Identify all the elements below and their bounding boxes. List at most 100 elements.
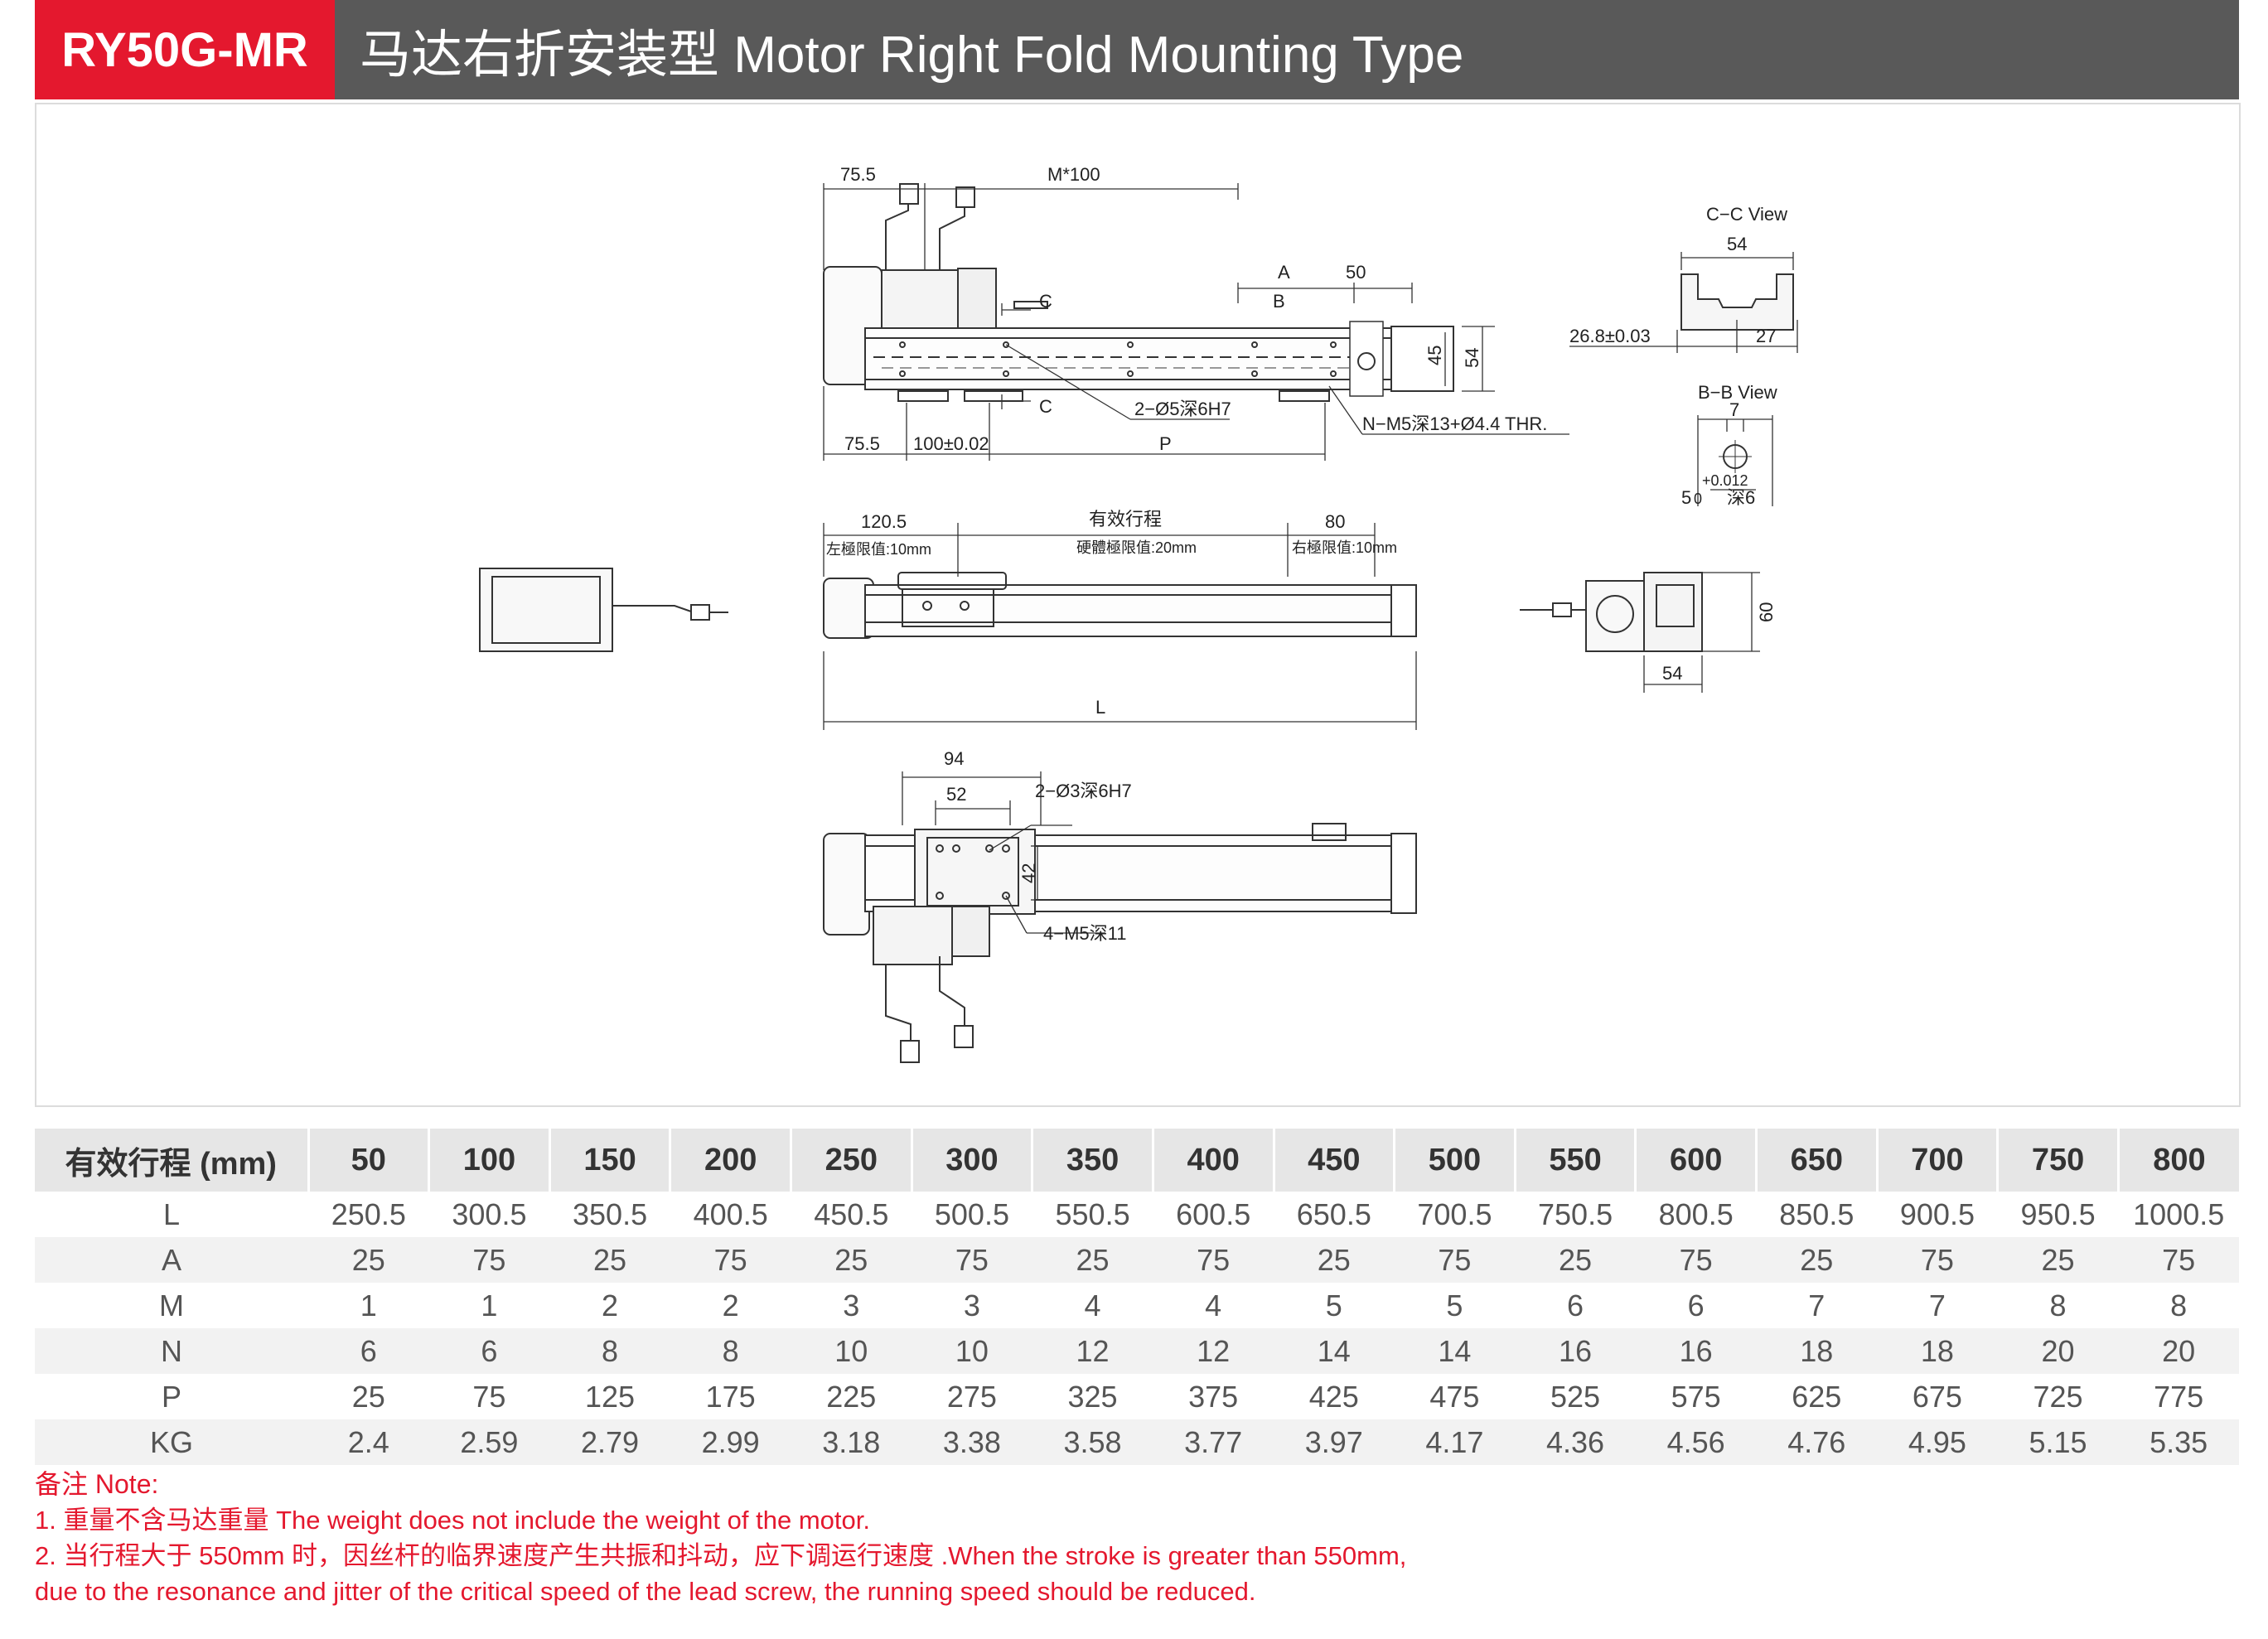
table-cell: 3.38	[912, 1419, 1032, 1465]
table-cell: 75	[428, 1237, 550, 1283]
side-dim-l: L	[1095, 697, 1105, 718]
bb-dim-5: 5	[1681, 487, 1691, 508]
row-label: M	[159, 1288, 184, 1322]
notes-title: 备注 Note:	[35, 1469, 159, 1499]
table-cell: 775	[2154, 1379, 2204, 1414]
side-dim-120-5: 120.5	[861, 511, 907, 532]
table-cell: 725	[2033, 1379, 2083, 1414]
drawing-canvas: 75.5 M*100 A 50 B C C 45 54 2−Ø5深6H7 N−M…	[479, 164, 1798, 1063]
column-header: 650	[1755, 1129, 1878, 1192]
table-cell: 75	[1394, 1237, 1516, 1283]
motor-end-view	[479, 568, 728, 652]
table-cell: 20	[1997, 1328, 2119, 1374]
table-cell: 325	[1067, 1379, 1118, 1414]
table-cell: 4.17	[1394, 1419, 1516, 1465]
dim-45: 45	[1424, 346, 1445, 365]
table-cell: 12	[1153, 1328, 1274, 1374]
column-header: 600	[1634, 1129, 1757, 1192]
cc-dim-54: 54	[1727, 234, 1747, 254]
bb-dim-depth: 深6	[1727, 487, 1755, 508]
bottom-dim-94: 94	[944, 748, 964, 769]
table-cell: 575	[1671, 1379, 1721, 1414]
model-badge: RY50G-MR	[35, 0, 335, 99]
end-dim-60: 60	[1756, 602, 1777, 622]
table-cell: 1	[360, 1288, 377, 1322]
table-cell: 175	[705, 1379, 756, 1414]
table-cell: 8	[549, 1328, 670, 1374]
table-cell: 2.99	[670, 1419, 791, 1465]
side-right-limit: 右極限值:10mm	[1292, 539, 1397, 556]
spec-table-header: 有效行程 (mm) 50 100 150 200 250 300 350 400…	[35, 1129, 2239, 1192]
row-label: L	[162, 1197, 181, 1231]
column-header: 500	[1393, 1129, 1516, 1192]
table-cell: 525	[1550, 1379, 1601, 1414]
column-header: 450	[1272, 1129, 1395, 1192]
table-cell: 18	[1756, 1328, 1878, 1374]
table-cell: 4	[1205, 1288, 1222, 1322]
side-hard-limit: 硬體極限值:20mm	[1076, 539, 1197, 556]
table-cell: 25	[1997, 1237, 2119, 1283]
row-label: A	[35, 1237, 308, 1283]
table-cell: 425	[1308, 1379, 1359, 1414]
rail-end-view	[1520, 572, 1760, 693]
dim-n-m5: N−M5深13+Ø4.4 THR.	[1362, 413, 1547, 434]
cc-view	[1569, 252, 1798, 353]
table-cell: 1	[481, 1288, 498, 1322]
end-dim-54: 54	[1662, 663, 1682, 684]
column-header: 150	[548, 1129, 670, 1192]
cc-dim-27: 27	[1756, 326, 1776, 346]
table-cell: 125	[585, 1379, 636, 1414]
header-label: 有效行程 (mm)	[35, 1129, 308, 1192]
table-cell: 14	[1274, 1328, 1395, 1374]
side-dim-80: 80	[1325, 511, 1345, 532]
bottom-view	[823, 823, 1417, 1063]
table-cell: 625	[1792, 1379, 1842, 1414]
column-header: 750	[1996, 1129, 2119, 1192]
column-header: 700	[1875, 1129, 1998, 1192]
side-view	[823, 572, 1417, 639]
table-cell: 675	[1912, 1379, 1962, 1414]
table-cell: 8	[2170, 1288, 2188, 1322]
row-label: N	[35, 1328, 308, 1374]
note-line-2: 2. 当行程大于 550mm 时，因丝杆的临界速度产生共振和抖动，应下调运行速度…	[35, 1541, 1407, 1570]
table-cell: 4.56	[1635, 1419, 1757, 1465]
side-left-limit: 左極限值:10mm	[826, 541, 931, 558]
dim-54: 54	[1462, 348, 1482, 368]
column-header: 300	[910, 1129, 1032, 1192]
bottom-dim-4-m5: 4−M5深11	[1043, 923, 1126, 944]
table-cell: 900.5	[1899, 1197, 1975, 1231]
table-cell: 75	[670, 1237, 791, 1283]
row-label: KG	[35, 1419, 308, 1465]
column-header: 50	[307, 1129, 429, 1192]
bottom-dim-42: 42	[1018, 863, 1039, 883]
table-cell: 25	[1032, 1237, 1153, 1283]
table-cell: 250.5	[331, 1197, 406, 1231]
cc-dim-26-8: 26.8±0.03	[1569, 326, 1651, 346]
column-header: 200	[669, 1129, 791, 1192]
table-cell: 25	[791, 1237, 912, 1283]
table-cell: 800.5	[1658, 1197, 1734, 1231]
table-cell: 25	[351, 1379, 385, 1414]
page-title: 马达右折安装型 Motor Right Fold Mounting Type	[360, 27, 1464, 84]
dim-m100: M*100	[1047, 164, 1100, 185]
table-cell: 75	[1877, 1237, 1998, 1283]
dim-c-top: C	[1039, 291, 1052, 312]
note-line-3: due to the resonance and jitter of the c…	[35, 1577, 1256, 1606]
dim-50: 50	[1346, 262, 1366, 283]
table-cell: 7	[1808, 1288, 1826, 1322]
table-cell: 5	[1325, 1288, 1342, 1322]
table-cell: 2.4	[308, 1419, 429, 1465]
dim-p: P	[1159, 433, 1172, 454]
table-cell: 10	[791, 1328, 912, 1374]
notes: 备注 Note: 1. 重量不含马达重量 The weight does not…	[35, 1467, 1406, 1609]
bottom-dim-2-phi3: 2−Ø3深6H7	[1035, 781, 1132, 801]
table-cell: 6	[1567, 1288, 1584, 1322]
table-cell: 4.95	[1877, 1419, 1998, 1465]
table-cell: 16	[1515, 1328, 1636, 1374]
column-header: 550	[1513, 1129, 1636, 1192]
row-label: P	[161, 1379, 181, 1414]
dim-75-5-bottom: 75.5	[844, 433, 880, 454]
